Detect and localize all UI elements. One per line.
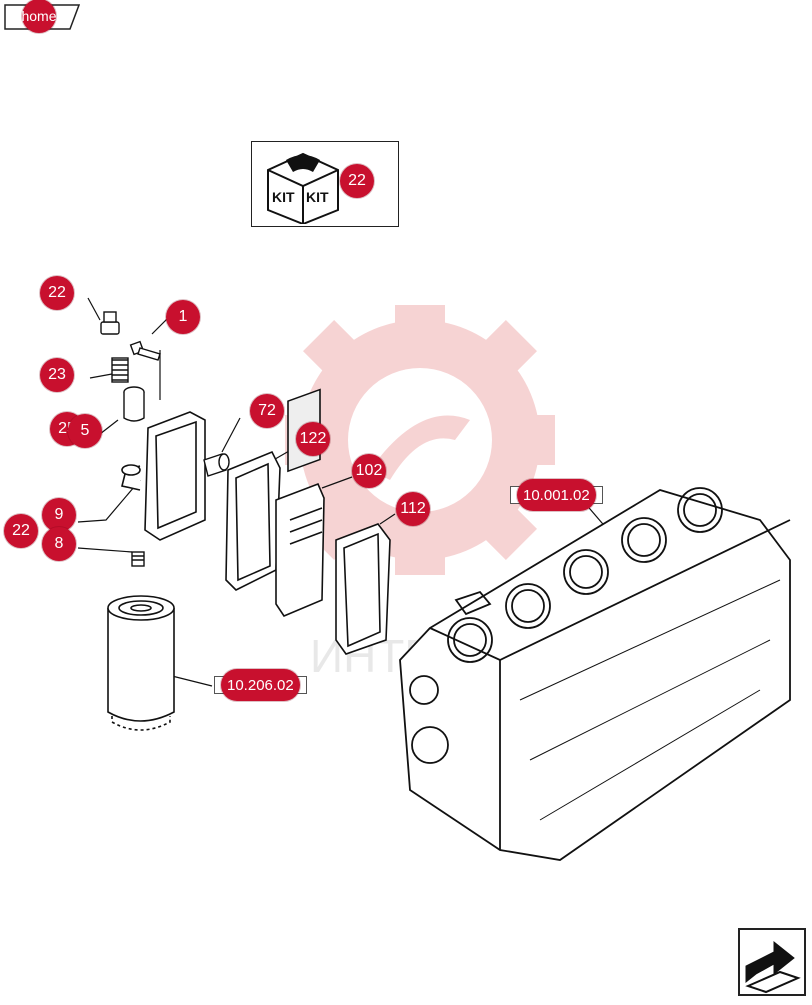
oil-filter-part: [107, 595, 175, 731]
plug-part: [100, 311, 120, 335]
bolt-part: [129, 340, 161, 361]
engine-block-part: [399, 487, 791, 861]
seal-ring-part: [203, 453, 230, 477]
callout-spring[interactable]: 23: [40, 358, 74, 392]
kit-panel: KIT KIT 22: [251, 141, 399, 227]
valve-part: [123, 386, 145, 422]
callout-valve-small[interactable]: 5: [68, 414, 102, 448]
leader-lines: [77, 297, 609, 687]
callout-lower-plug[interactable]: 8: [42, 527, 76, 561]
kit-label-left: KIT: [272, 189, 295, 205]
home-button[interactable]: home: [21, 0, 57, 33]
callout-kit[interactable]: 22: [340, 164, 374, 198]
ref-oil-filter-label[interactable]: 10.206.02: [221, 669, 300, 701]
outer-gasket-part: [225, 450, 281, 591]
callout-inner-gasket[interactable]: 112: [396, 492, 430, 526]
callout-housing-left[interactable]: 22: [4, 514, 38, 548]
inner-gasket-part: [335, 523, 391, 655]
callout-bolt[interactable]: 1: [166, 300, 200, 334]
next-page-arrow-graphic: [738, 928, 806, 996]
ref-engine-block-label[interactable]: 10.001.02: [517, 479, 596, 511]
callout-plug[interactable]: 22: [40, 276, 74, 310]
ref-oil-filter[interactable]: 10.206.02: [214, 669, 307, 701]
kit-box-icon: KIT KIT: [267, 152, 339, 224]
lower-plug-part: [131, 551, 145, 567]
ref-engine-block[interactable]: 10.001.02: [510, 479, 603, 511]
callout-housing[interactable]: 9: [42, 498, 76, 532]
callout-seal-ring[interactable]: 72: [250, 394, 284, 428]
spring-part: [111, 357, 129, 383]
kit-label-right: KIT: [306, 189, 329, 205]
next-page-arrow-icon[interactable]: [738, 928, 806, 996]
home-tab[interactable]: home: [4, 0, 80, 33]
filter-housing-part: [121, 411, 206, 541]
callout-cooler-core[interactable]: 102: [352, 454, 386, 488]
callout-outer-gasket[interactable]: 122: [296, 422, 330, 456]
